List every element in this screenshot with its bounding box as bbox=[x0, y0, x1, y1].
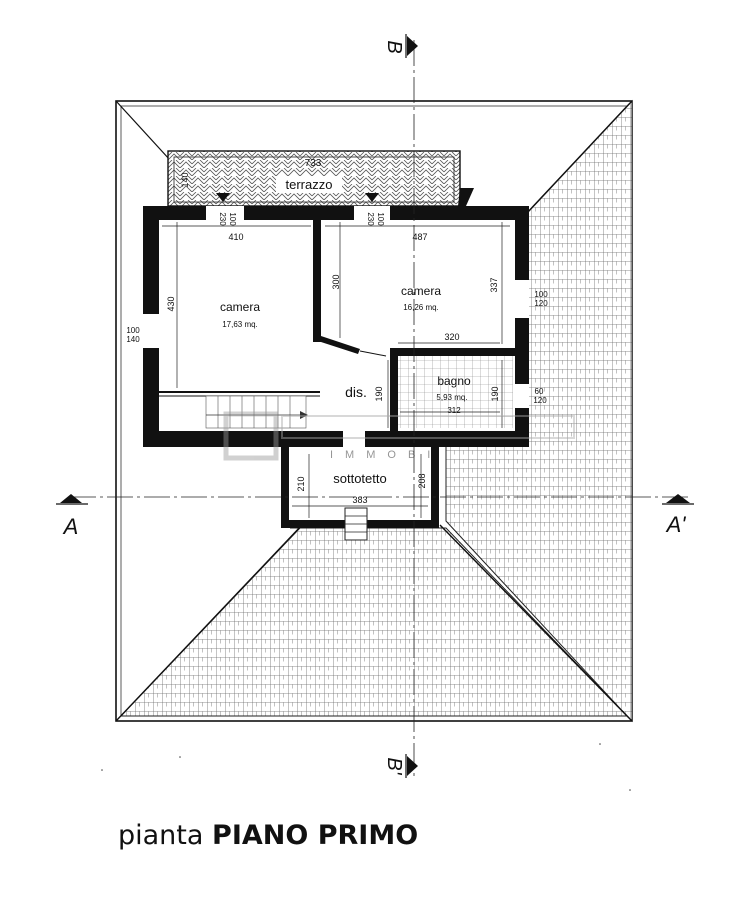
section-a-left-marker bbox=[60, 494, 82, 503]
dim-win1-bottom: 230 bbox=[218, 212, 227, 226]
terrace-label-bg bbox=[276, 176, 342, 193]
wall-bath-west bbox=[390, 356, 398, 431]
wall-door-slant bbox=[321, 336, 360, 354]
section-b-top-marker bbox=[407, 36, 418, 56]
room-camera-left-area: 17,63 mq. bbox=[222, 320, 258, 329]
dim-east-window1-top: 100 bbox=[534, 290, 548, 299]
dim-dis-height: 190 bbox=[374, 386, 384, 401]
room-bagno-area: 5,93 mq. bbox=[436, 393, 467, 402]
dim-camera-right-bottom: 320 bbox=[444, 332, 459, 342]
attic-wall-right bbox=[431, 446, 439, 527]
dim-sottotetto-width: 383 bbox=[352, 495, 367, 505]
dim-camera-right-width: 487 bbox=[412, 232, 427, 242]
room-sottotetto-name: sottotetto bbox=[333, 471, 386, 486]
wall-north-mid bbox=[244, 206, 354, 220]
terrace-arrow-right bbox=[365, 193, 379, 202]
dim-bagno-width: 312 bbox=[447, 406, 461, 415]
watermark: IMMOBI bbox=[223, 411, 575, 461]
roof-ridge-ne bbox=[115, 100, 171, 161]
dim-sottotetto-right: 208 bbox=[417, 473, 427, 488]
dim-camera-left-height: 430 bbox=[166, 296, 176, 311]
wall-south-left bbox=[143, 431, 343, 447]
wall-west-lower bbox=[143, 348, 159, 447]
section-label-a-right: A' bbox=[665, 512, 687, 537]
dim-camera-right-height-right: 337 bbox=[489, 277, 499, 292]
dim-win2-bottom: 230 bbox=[366, 212, 375, 226]
dim-camera-right-height-left: 300 bbox=[331, 274, 341, 289]
dim-bagno-height: 190 bbox=[490, 386, 500, 401]
dim-west-window-top: 100 bbox=[126, 326, 140, 335]
dim-camera-left-width: 410 bbox=[228, 232, 243, 242]
roof-ridge-sw bbox=[115, 524, 303, 722]
room-camera-right-name: camera bbox=[401, 284, 441, 298]
dimension-labels: 100 230 100 230 410 430 487 300 337 320 … bbox=[126, 212, 548, 505]
terrace-arrow-left bbox=[216, 193, 230, 202]
section-lines: A A' B B' bbox=[56, 34, 694, 778]
section-label-b-bottom: B' bbox=[383, 757, 405, 775]
plan-title-main: PIANO PRIMO bbox=[212, 820, 419, 851]
room-bagno-name: bagno bbox=[437, 374, 471, 388]
terrace-parapet bbox=[173, 156, 455, 203]
room-camera-right-area: 16,26 mq. bbox=[403, 303, 439, 312]
terrace-label: terrazzo bbox=[286, 177, 333, 192]
scan-specks bbox=[101, 743, 631, 791]
terrace: terrazzo 733 140 bbox=[167, 150, 474, 207]
section-label-b-top: B bbox=[383, 40, 405, 53]
dim-east-window1-bottom: 120 bbox=[534, 299, 548, 308]
plan-title-prefix: pianta bbox=[118, 820, 204, 851]
dim-terrazzo-depth: 140 bbox=[180, 172, 190, 187]
building bbox=[143, 206, 529, 541]
bathroom-floor bbox=[398, 356, 513, 428]
section-label-a-left: A bbox=[62, 514, 79, 539]
roof-ridge-s bbox=[439, 524, 633, 722]
section-a-right-marker bbox=[666, 494, 690, 503]
dim-west-window-bottom: 140 bbox=[126, 335, 140, 344]
attic-wall-left bbox=[281, 446, 289, 527]
room-labels: camera 17,63 mq. camera 16,26 mq. dis. b… bbox=[220, 284, 471, 486]
wall-north-right bbox=[390, 206, 529, 220]
stairs bbox=[205, 395, 308, 429]
section-b-bottom-marker bbox=[407, 756, 418, 776]
wall-south-right bbox=[365, 431, 529, 447]
dim-win2-top: 100 bbox=[376, 212, 385, 226]
wall-east-upper bbox=[515, 206, 529, 280]
wall-bath-north bbox=[390, 348, 529, 356]
plan-title: pianta PIANO PRIMO bbox=[118, 820, 418, 851]
dimension-lines bbox=[162, 222, 510, 518]
watermark-text: IMMOBI bbox=[330, 449, 442, 461]
wall-rooms-divider bbox=[313, 220, 321, 342]
door-swing-dis bbox=[359, 350, 387, 357]
roof-ridge-se bbox=[527, 100, 633, 213]
room-dis-name: dis. bbox=[345, 384, 367, 400]
wall-west-upper bbox=[143, 206, 159, 314]
dim-terrazzo-width: 733 bbox=[305, 158, 322, 169]
terrace-corner bbox=[458, 188, 474, 206]
dim-win1-top: 100 bbox=[228, 212, 237, 226]
dim-sottotetto-left: 210 bbox=[296, 476, 306, 491]
dim-east-window2-top: 60 bbox=[535, 387, 544, 396]
room-camera-left-name: camera bbox=[220, 300, 260, 314]
dim-east-window2-bottom: 120 bbox=[533, 396, 547, 405]
